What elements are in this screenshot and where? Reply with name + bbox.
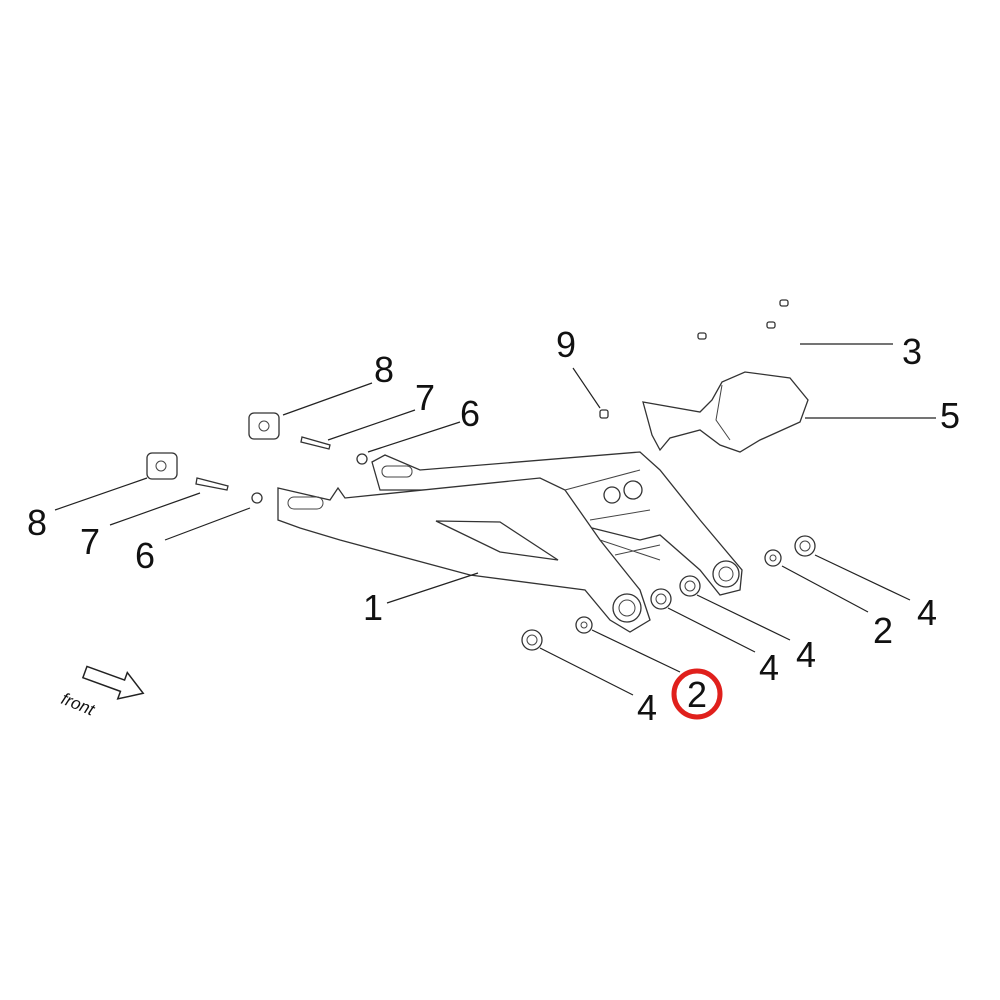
screw-part-9 [599,409,609,419]
screws-part-3 [697,299,789,340]
swingarm-part-1 [277,451,743,633]
callout-4: 4 [637,687,657,728]
callout-8: 8 [374,349,394,390]
callout-6: 6 [135,535,155,576]
highlight-circle [671,668,723,720]
washers-part-2 [575,549,782,634]
callout-5: 5 [940,395,960,436]
callout-4: 4 [759,647,779,688]
leader-lines [54,343,936,696]
front-label: front [59,689,99,720]
nuts-part-6 [251,453,368,504]
callout-6: 6 [460,393,480,434]
callout-7: 7 [80,521,100,562]
callout-1: 1 [363,587,383,628]
callout-9: 9 [556,324,576,365]
chain-guard-part-5 [642,371,809,453]
callout-4: 4 [796,634,816,675]
callout-7: 7 [415,377,435,418]
callout-2: 2 [873,610,893,651]
bolts-part-7 [195,436,331,491]
callout-4: 4 [917,592,937,633]
front-direction-arrow-icon [81,665,145,700]
callout-2-highlighted[interactable]: 2 [687,674,707,715]
callout-8: 8 [27,502,47,543]
adjuster-blocks-part-8 [146,412,280,480]
bearings-part-4 [521,535,816,651]
callout-3: 3 [902,331,922,372]
